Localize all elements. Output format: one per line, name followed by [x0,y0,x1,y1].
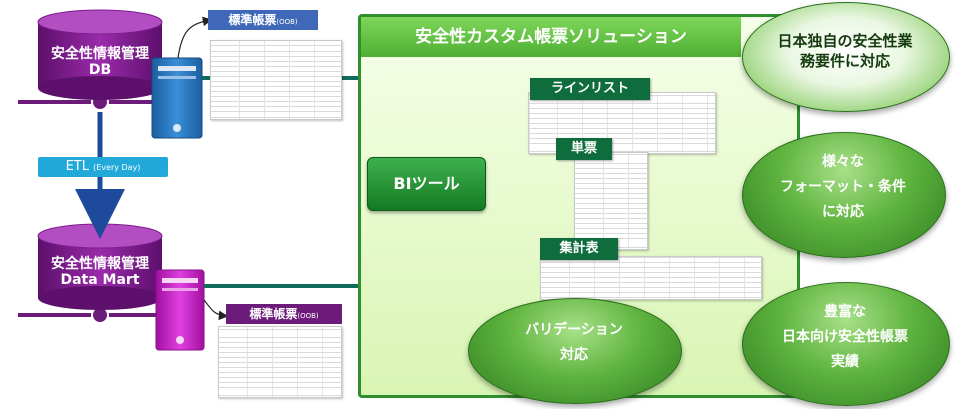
feature-track-record-line3: 実績 [831,354,859,371]
datamart-oob-report-tag-small: (OOB) [297,312,319,320]
database-label-line2: DB [88,62,112,79]
feature-formats-line2: フォーマット・条件 [780,179,906,196]
db-oob-report-thumbnail [210,40,342,120]
feature-track-record-text: 豊富な 日本向け安全性帳票 実績 [742,300,948,376]
datamart-oob-report-tag: 標準帳票(OOB) [226,304,342,324]
db-oob-report-tag-small: (OOB) [276,18,298,26]
solution-title: 安全性カスタム帳票ソリューション [361,17,741,57]
feature-formats-text: 様々な フォーマット・条件 に対応 [742,150,944,226]
datamart-label-line2: Data Mart [60,272,140,289]
db-oob-report-tag-main: 標準帳票 [228,13,277,27]
feature-japan-specific-line2: 務要件に対応 [799,51,890,70]
db-oob-report-tag: 標準帳票(OOB) [208,10,318,30]
feature-validation-line2: 対応 [560,347,588,364]
feature-track-record-line2: 日本向け安全性帳票 [782,329,908,346]
database-label-line1: 安全性情報管理 [51,46,149,62]
feature-formats-line1: 様々な [822,154,864,170]
feature-japan-specific-text: 日本独自の安全性業 務要件に対応 [742,32,948,71]
feature-formats-line3: に対応 [822,204,864,221]
feature-validation-line1: バリデーション [525,322,623,338]
single-report-label: 単票 [556,138,612,160]
datamart-oob-report-tag-main: 標準帳票 [249,307,298,321]
summary-table-label: 集計表 [540,238,618,260]
datamart-server-icon [155,269,205,351]
db-to-oob-connector [177,16,213,59]
feature-validation-ellipse [468,298,682,404]
bi-tool-button: BIツール [367,157,486,211]
datamart-to-oob-connector [203,299,229,321]
datamart-oob-report-thumbnail [218,326,342,398]
feature-formats-ellipse [742,132,946,258]
feature-validation-text: バリデーション 対応 [468,318,680,368]
etl-tag-main: ETL [65,159,89,174]
single-report-thumbnail [574,152,648,250]
feature-japan-specific-line1: 日本独自の安全性業 [777,32,913,50]
database-label: 安全性情報管理 DB [40,46,160,78]
summary-table-thumbnail [540,256,762,300]
feature-japan-specific-ellipse [742,2,950,112]
feature-track-record-line1: 豊富な [824,304,866,320]
feature-track-record-ellipse [742,282,950,406]
datamart-label-line1: 安全性情報管理 [51,256,149,272]
etl-tag: ETL (Every Day) [38,157,168,177]
etl-tag-small: (Every Day) [93,163,141,172]
db-server-icon [151,57,203,139]
database-cylinder [37,9,163,100]
datamart-label: 安全性情報管理 Data Mart [40,256,160,288]
line-list-label: ラインリスト [530,78,650,100]
